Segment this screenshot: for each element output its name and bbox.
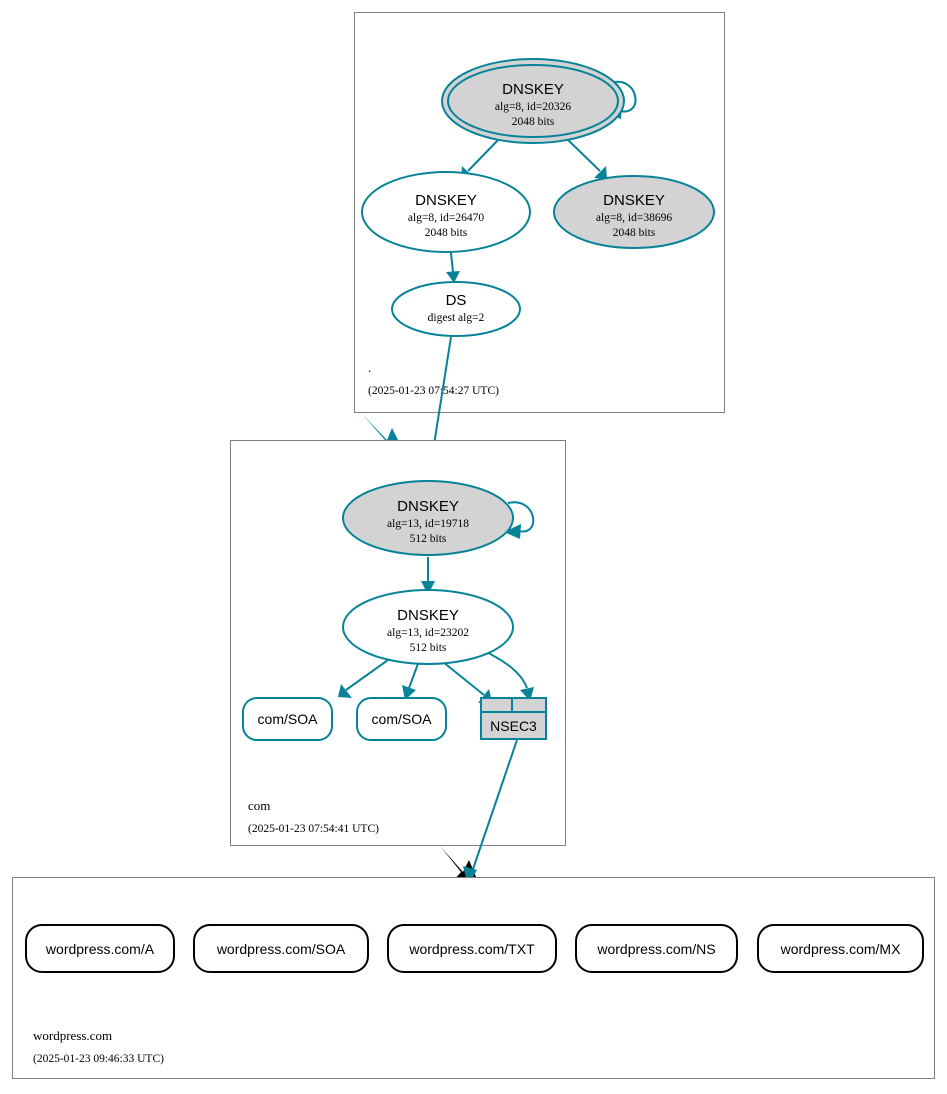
node-dnskey-26470-title: DNSKEY — [415, 192, 477, 209]
node-rrset-wp-ns-label: wordpress.com/NS — [596, 941, 715, 957]
edge-self-sign-ksk-19718 — [504, 501, 535, 539]
node-dnskey-23202-size: 512 bits — [410, 642, 447, 654]
node-rrset-wp-txt-label: wordpress.com/TXT — [408, 941, 535, 957]
node-dnskey-20326-title: DNSKEY — [502, 81, 564, 98]
zone-root: DNSKEY alg=8, id=20326 2048 bits DNSKEY … — [354, 12, 725, 413]
node-nsec3-cell-left — [480, 697, 513, 713]
zone-com: DNSKEY alg=13, id=19718 512 bits DNSKEY … — [230, 440, 566, 846]
edge-sign-19718-to-23202 — [421, 557, 435, 595]
node-rrset-com-soa-1[interactable]: com/SOA — [242, 697, 333, 741]
node-dnskey-20326-size: 2048 bits — [512, 116, 555, 128]
node-dnskey-20326-alg: alg=8, id=20326 — [495, 101, 571, 113]
zone-root-name: . — [368, 360, 371, 375]
node-dnskey-23202[interactable]: DNSKEY alg=13, id=23202 512 bits — [342, 589, 514, 665]
node-dnskey-19718-outline — [342, 480, 514, 556]
node-dnskey-38696-title: DNSKEY — [603, 192, 665, 209]
node-dnskey-38696-size: 2048 bits — [613, 227, 656, 239]
node-dnskey-23202-outline — [342, 589, 514, 665]
node-dnskey-19718-title: DNSKEY — [397, 498, 459, 515]
edge-nsec3-to-wordpress — [463, 739, 518, 886]
node-dnskey-26470-size: 2048 bits — [425, 227, 468, 239]
node-dnskey-20326-inner — [447, 64, 619, 138]
node-rrset-com-soa-2-label: com/SOA — [372, 711, 433, 727]
node-rrset-com-soa-2[interactable]: com/SOA — [356, 697, 447, 741]
node-rrset-wp-a[interactable]: wordpress.com/A — [25, 924, 175, 973]
node-rrset-wp-mx-outline — [757, 924, 924, 973]
node-dnskey-38696-alg: alg=8, id=38696 — [596, 212, 672, 224]
node-rrset-wp-a-outline — [25, 924, 175, 973]
node-nsec3-label: NSEC3 — [490, 718, 537, 734]
node-nsec3-body — [480, 711, 547, 740]
zone-wordpress-name: wordpress.com — [33, 1028, 112, 1043]
node-dnskey-38696-outline — [553, 175, 715, 249]
node-rrset-wp-mx-label: wordpress.com/MX — [780, 941, 901, 957]
node-rrset-wp-ns[interactable]: wordpress.com/NS — [575, 924, 738, 973]
node-nsec3[interactable]: NSEC3 — [480, 697, 547, 740]
zone-wordpress-timestamp: (2025-01-23 09:46:33 UTC) — [33, 1053, 164, 1065]
zone-wordpress-border — [12, 877, 935, 1079]
node-rrset-com-soa-2-outline — [356, 697, 447, 741]
zone-com-timestamp: (2025-01-23 07:54:41 UTC) — [248, 823, 379, 835]
node-dnskey-26470[interactable]: DNSKEY alg=8, id=26470 2048 bits — [361, 171, 531, 253]
node-rrset-wp-mx[interactable]: wordpress.com/MX — [757, 924, 924, 973]
edge-sign-23202-to-com-soa-2 — [402, 660, 420, 700]
zone-com-name: com — [248, 798, 270, 813]
node-ds-com-title: DS — [446, 292, 467, 309]
node-rrset-wp-txt[interactable]: wordpress.com/TXT — [387, 924, 557, 973]
node-nsec3-cell-right — [511, 697, 547, 713]
node-dnskey-19718-alg: alg=13, id=19718 — [387, 518, 469, 530]
node-dnskey-26470-outline — [361, 171, 531, 253]
zone-root-timestamp: (2025-01-23 07:54:27 UTC) — [368, 385, 499, 397]
node-dnskey-23202-title: DNSKEY — [397, 607, 459, 624]
node-ds-com-digest: digest alg=2 — [428, 312, 485, 324]
node-dnskey-23202-alg: alg=13, id=23202 — [387, 627, 469, 639]
node-dnskey-19718[interactable]: DNSKEY alg=13, id=19718 512 bits — [342, 480, 514, 556]
node-rrset-wp-a-label: wordpress.com/A — [45, 941, 155, 957]
zone-wordpress: wordpress.com/A wordpress.com/SOA wordpr… — [12, 877, 935, 1079]
node-rrset-wp-txt-outline — [387, 924, 557, 973]
node-ds-com-outline — [391, 281, 521, 337]
node-ds-com[interactable]: DS digest alg=2 — [391, 281, 521, 337]
node-dnskey-26470-alg: alg=8, id=26470 — [408, 212, 484, 224]
node-dnskey-20326[interactable]: DNSKEY alg=8, id=20326 2048 bits — [441, 58, 625, 144]
node-rrset-wp-soa-label: wordpress.com/SOA — [216, 941, 346, 957]
node-rrset-wp-ns-outline — [575, 924, 738, 973]
node-dnskey-38696[interactable]: DNSKEY alg=8, id=38696 2048 bits — [553, 175, 715, 249]
node-rrset-wp-soa-outline — [193, 924, 369, 973]
node-rrset-wp-soa[interactable]: wordpress.com/SOA — [193, 924, 369, 973]
node-dnskey-19718-size: 512 bits — [410, 533, 447, 545]
edge-sign-20326-to-38696 — [565, 137, 607, 179]
node-rrset-com-soa-1-label: com/SOA — [258, 711, 319, 727]
node-rrset-com-soa-1-outline — [242, 697, 333, 741]
edge-sign-23202-to-com-soa-1 — [338, 654, 396, 698]
